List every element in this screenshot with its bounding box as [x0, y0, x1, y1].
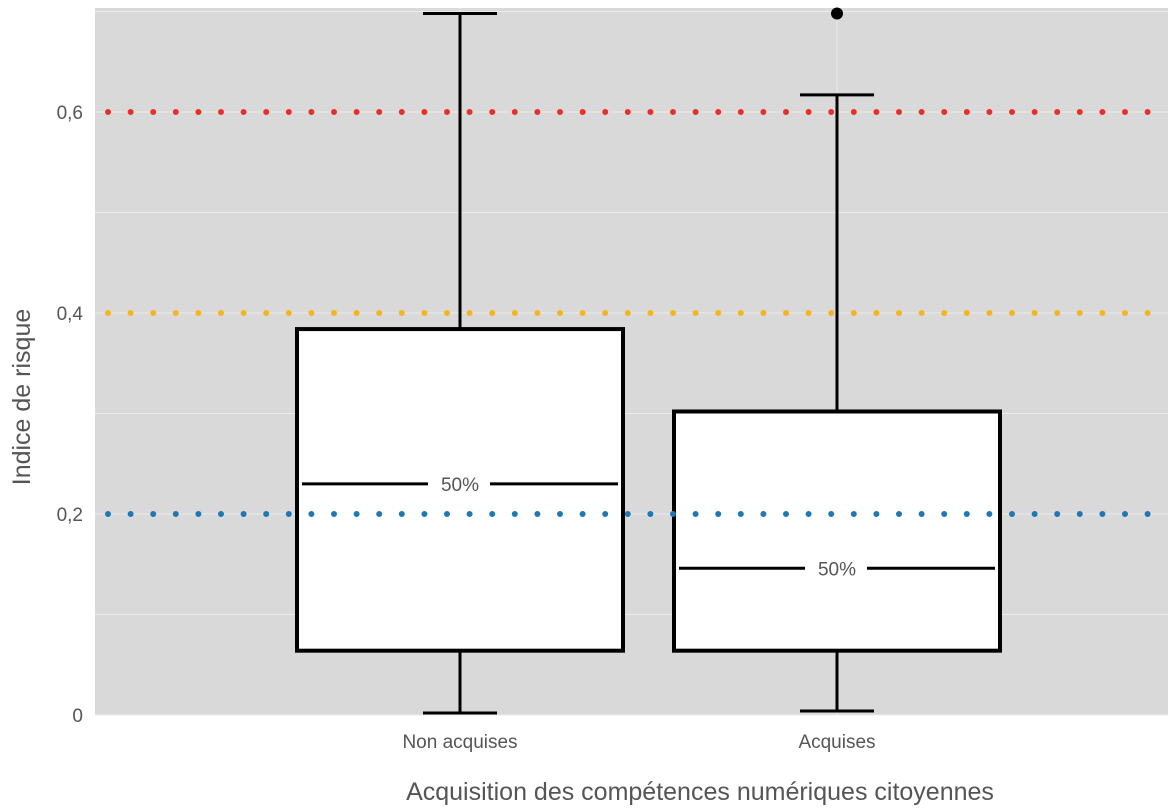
x-axis-title: Acquisition des compétences numériques c… [406, 778, 994, 806]
box-non-acquises: 50% [295, 12, 625, 715]
box-rect [672, 409, 1002, 653]
outlier-point [831, 7, 843, 20]
box-rect [295, 327, 625, 653]
median-label: 50% [441, 475, 479, 496]
boxes: 50% 50% [295, 7, 1002, 715]
box-acquises: 50% [672, 7, 1002, 713]
y-axis-title: Indice de risque [8, 309, 36, 486]
x-tick-label: Non acquises [402, 732, 517, 753]
median-label: 50% [818, 559, 856, 580]
y-axis: 0 0,2 0,4 0,6 [57, 103, 84, 727]
y-tick-label: 0,4 [57, 304, 84, 325]
x-axis: Non acquises Acquises [402, 732, 875, 753]
y-tick-label: 0,2 [57, 505, 83, 526]
y-tick-label: 0 [72, 706, 83, 727]
x-tick-label: Acquises [798, 732, 875, 753]
threshold-lines [105, 109, 1170, 517]
plot-panel [95, 8, 1168, 715]
y-tick-label: 0,6 [57, 103, 83, 124]
